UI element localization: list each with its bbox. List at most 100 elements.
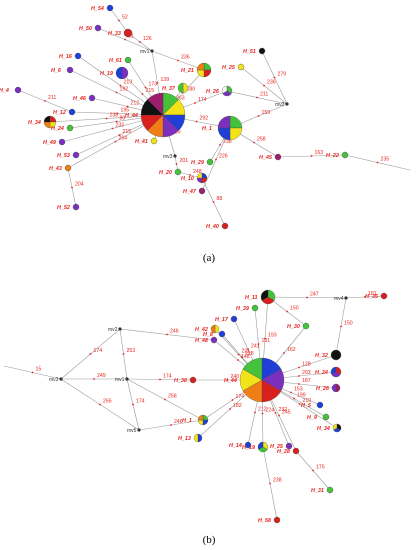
b-haplotype-node-H_25[interactable] — [285, 442, 293, 450]
a-haplotype-node-H_51[interactable] — [258, 47, 266, 55]
b-mutation-mark — [312, 469, 314, 472]
b-haplotype-node-H_8[interactable] — [218, 330, 226, 338]
a-haplotype-node-H_34[interactable] — [43, 115, 57, 129]
b-mutation-mark — [237, 353, 240, 356]
a-haplotype-node-H_40[interactable] — [221, 222, 229, 230]
b-haplotype-node-H_42[interactable] — [210, 324, 220, 334]
b-haplotype-label: H_31 — [311, 488, 324, 494]
b-haplotype-node-H_39[interactable] — [251, 304, 259, 312]
a-haplotype-node-H_52[interactable] — [72, 203, 80, 211]
a-haplotype-node-H_1[interactable] — [217, 115, 243, 141]
a-haplotype-node-H_22[interactable] — [341, 151, 349, 159]
a-edge-label: 226 — [219, 154, 228, 160]
a-haplotype-node-H_46[interactable] — [88, 94, 96, 102]
a-haplotype-node-H_21[interactable] — [196, 62, 212, 78]
a-haplotype-node-H_54[interactable] — [106, 4, 114, 12]
b-edge-label: 224 — [266, 408, 275, 414]
a-haplotype-node-H_26[interactable] — [221, 85, 233, 97]
b-edge-label: 238 — [273, 478, 282, 484]
a-haplotype-label: H_40 — [206, 224, 219, 230]
a-median-vector-mv2 — [285, 102, 289, 106]
a-haplotype-node-H_19[interactable] — [115, 66, 129, 80]
b-edge-label: 174 — [163, 374, 172, 380]
a-mutation-mark — [175, 163, 178, 165]
b-haplotype-node-H_34[interactable] — [332, 423, 342, 433]
a-haplotype-node-H_6[interactable] — [66, 66, 74, 74]
b-edge-label: 240 — [231, 374, 240, 380]
b-haplotype-node-H_26[interactable] — [331, 383, 341, 393]
a-haplotype-node-H_12[interactable] — [68, 108, 76, 116]
a-haplotype-label: H_1 — [202, 126, 212, 132]
b-haplotype-node-H_5[interactable] — [316, 401, 324, 409]
a-haplotype-node-H_29[interactable] — [206, 158, 214, 166]
b-haplotype-node-H_17[interactable] — [230, 315, 238, 323]
a-haplotype-label: H_43 — [49, 166, 62, 172]
b-mutation-mark — [231, 399, 234, 401]
a-haplotype-node-H_24[interactable] — [66, 124, 74, 132]
a-haplotype-node-H_44[interactable] — [140, 92, 186, 138]
b-mutation-mark — [159, 378, 161, 381]
a-haplotype-node-H_37[interactable] — [177, 82, 189, 94]
b-median-vector-label: mv2 — [108, 327, 118, 333]
a-haplotype-label: H_45 — [259, 155, 273, 161]
a-edge-label: 212 — [131, 101, 140, 107]
a-edge-label: 52 — [122, 15, 128, 21]
b-mutation-mark — [306, 296, 308, 299]
a-edge-label: 88 — [217, 196, 223, 202]
b-haplotype-node-H_19[interactable] — [257, 441, 269, 453]
a-haplotype-node-H_47[interactable] — [198, 187, 206, 195]
b-mutation-mark — [340, 325, 342, 328]
b-haplotype-node-H_14[interactable] — [244, 441, 252, 449]
a-haplotype-node-H_20[interactable] — [174, 168, 182, 176]
b-edge-label: 174 — [94, 348, 103, 354]
a-mutation-mark — [144, 86, 147, 89]
b-median-vector-mv1 — [125, 377, 129, 381]
b-haplotype-node-H_44[interactable] — [239, 357, 285, 403]
a-haplotype-label: H_4 — [0, 88, 9, 94]
a-haplotype-node-H_43[interactable] — [64, 164, 72, 172]
a-haplotype-label: H_12 — [53, 110, 66, 116]
b-mutation-mark — [298, 366, 300, 369]
a-edge-label: 238 — [110, 113, 119, 119]
b-edge-label: 253 — [127, 348, 136, 354]
a-mutation-mark — [253, 141, 255, 144]
b-haplotype-node-H_13[interactable] — [193, 433, 203, 443]
b-haplotype-node-H_31[interactable] — [326, 486, 334, 494]
a-mutation-mark — [263, 84, 265, 87]
b-edge-label: 246 — [170, 329, 179, 335]
b-haplotype-node-H_58[interactable] — [273, 516, 281, 524]
b-haplotype-label: H_34 — [317, 426, 330, 432]
b-haplotype-node-H_48[interactable] — [210, 336, 218, 344]
b-haplotype-node-H_1[interactable] — [197, 414, 209, 426]
a-edge-label: 238 — [223, 139, 232, 145]
caption-a: (a) — [202, 252, 216, 264]
b-haplotype-node-H_38[interactable] — [189, 376, 197, 384]
a-haplotype-node-H_45[interactable] — [274, 153, 282, 161]
b-edge-label: 203 — [302, 370, 311, 376]
b-haplotype-node-H_32[interactable] — [330, 349, 342, 361]
a-haplotype-node-H_50[interactable] — [94, 24, 102, 32]
b-haplotype-node-H_35[interactable] — [380, 292, 388, 300]
a-haplotype-node-H_41[interactable] — [150, 137, 158, 145]
a-haplotype-node-H_33[interactable] — [123, 28, 133, 38]
a-haplotype-node-H_61[interactable] — [124, 56, 132, 64]
b-haplotype-node-H_30[interactable] — [302, 322, 310, 330]
a-haplotype-node-H_10[interactable] — [196, 172, 208, 184]
b-haplotype-node-H_28[interactable] — [292, 447, 300, 455]
a-haplotype-node-H_49[interactable] — [58, 138, 66, 146]
a-haplotype-node-H_4[interactable] — [14, 86, 22, 94]
b-haplotype-label: H_28 — [277, 449, 290, 455]
a-haplotype-label: H_54 — [91, 6, 104, 12]
b-haplotype-node-H_24[interactable] — [330, 366, 342, 378]
a-edge-label: 232 — [116, 123, 125, 129]
a-median-vector-label: mv2 — [275, 102, 285, 108]
b-haplotype-node-H_11[interactable] — [260, 289, 276, 305]
a-haplotype-node-H_53[interactable] — [72, 151, 80, 159]
a-haplotype-node-H_16[interactable] — [74, 52, 82, 60]
a-edge-label: 159 — [262, 110, 271, 116]
a-mutation-mark — [111, 127, 114, 130]
b-haplotype-label: H_1 — [182, 418, 192, 424]
b-haplotype-node-H_9[interactable] — [322, 413, 330, 421]
a-haplotype-node-H_25[interactable] — [237, 63, 245, 71]
